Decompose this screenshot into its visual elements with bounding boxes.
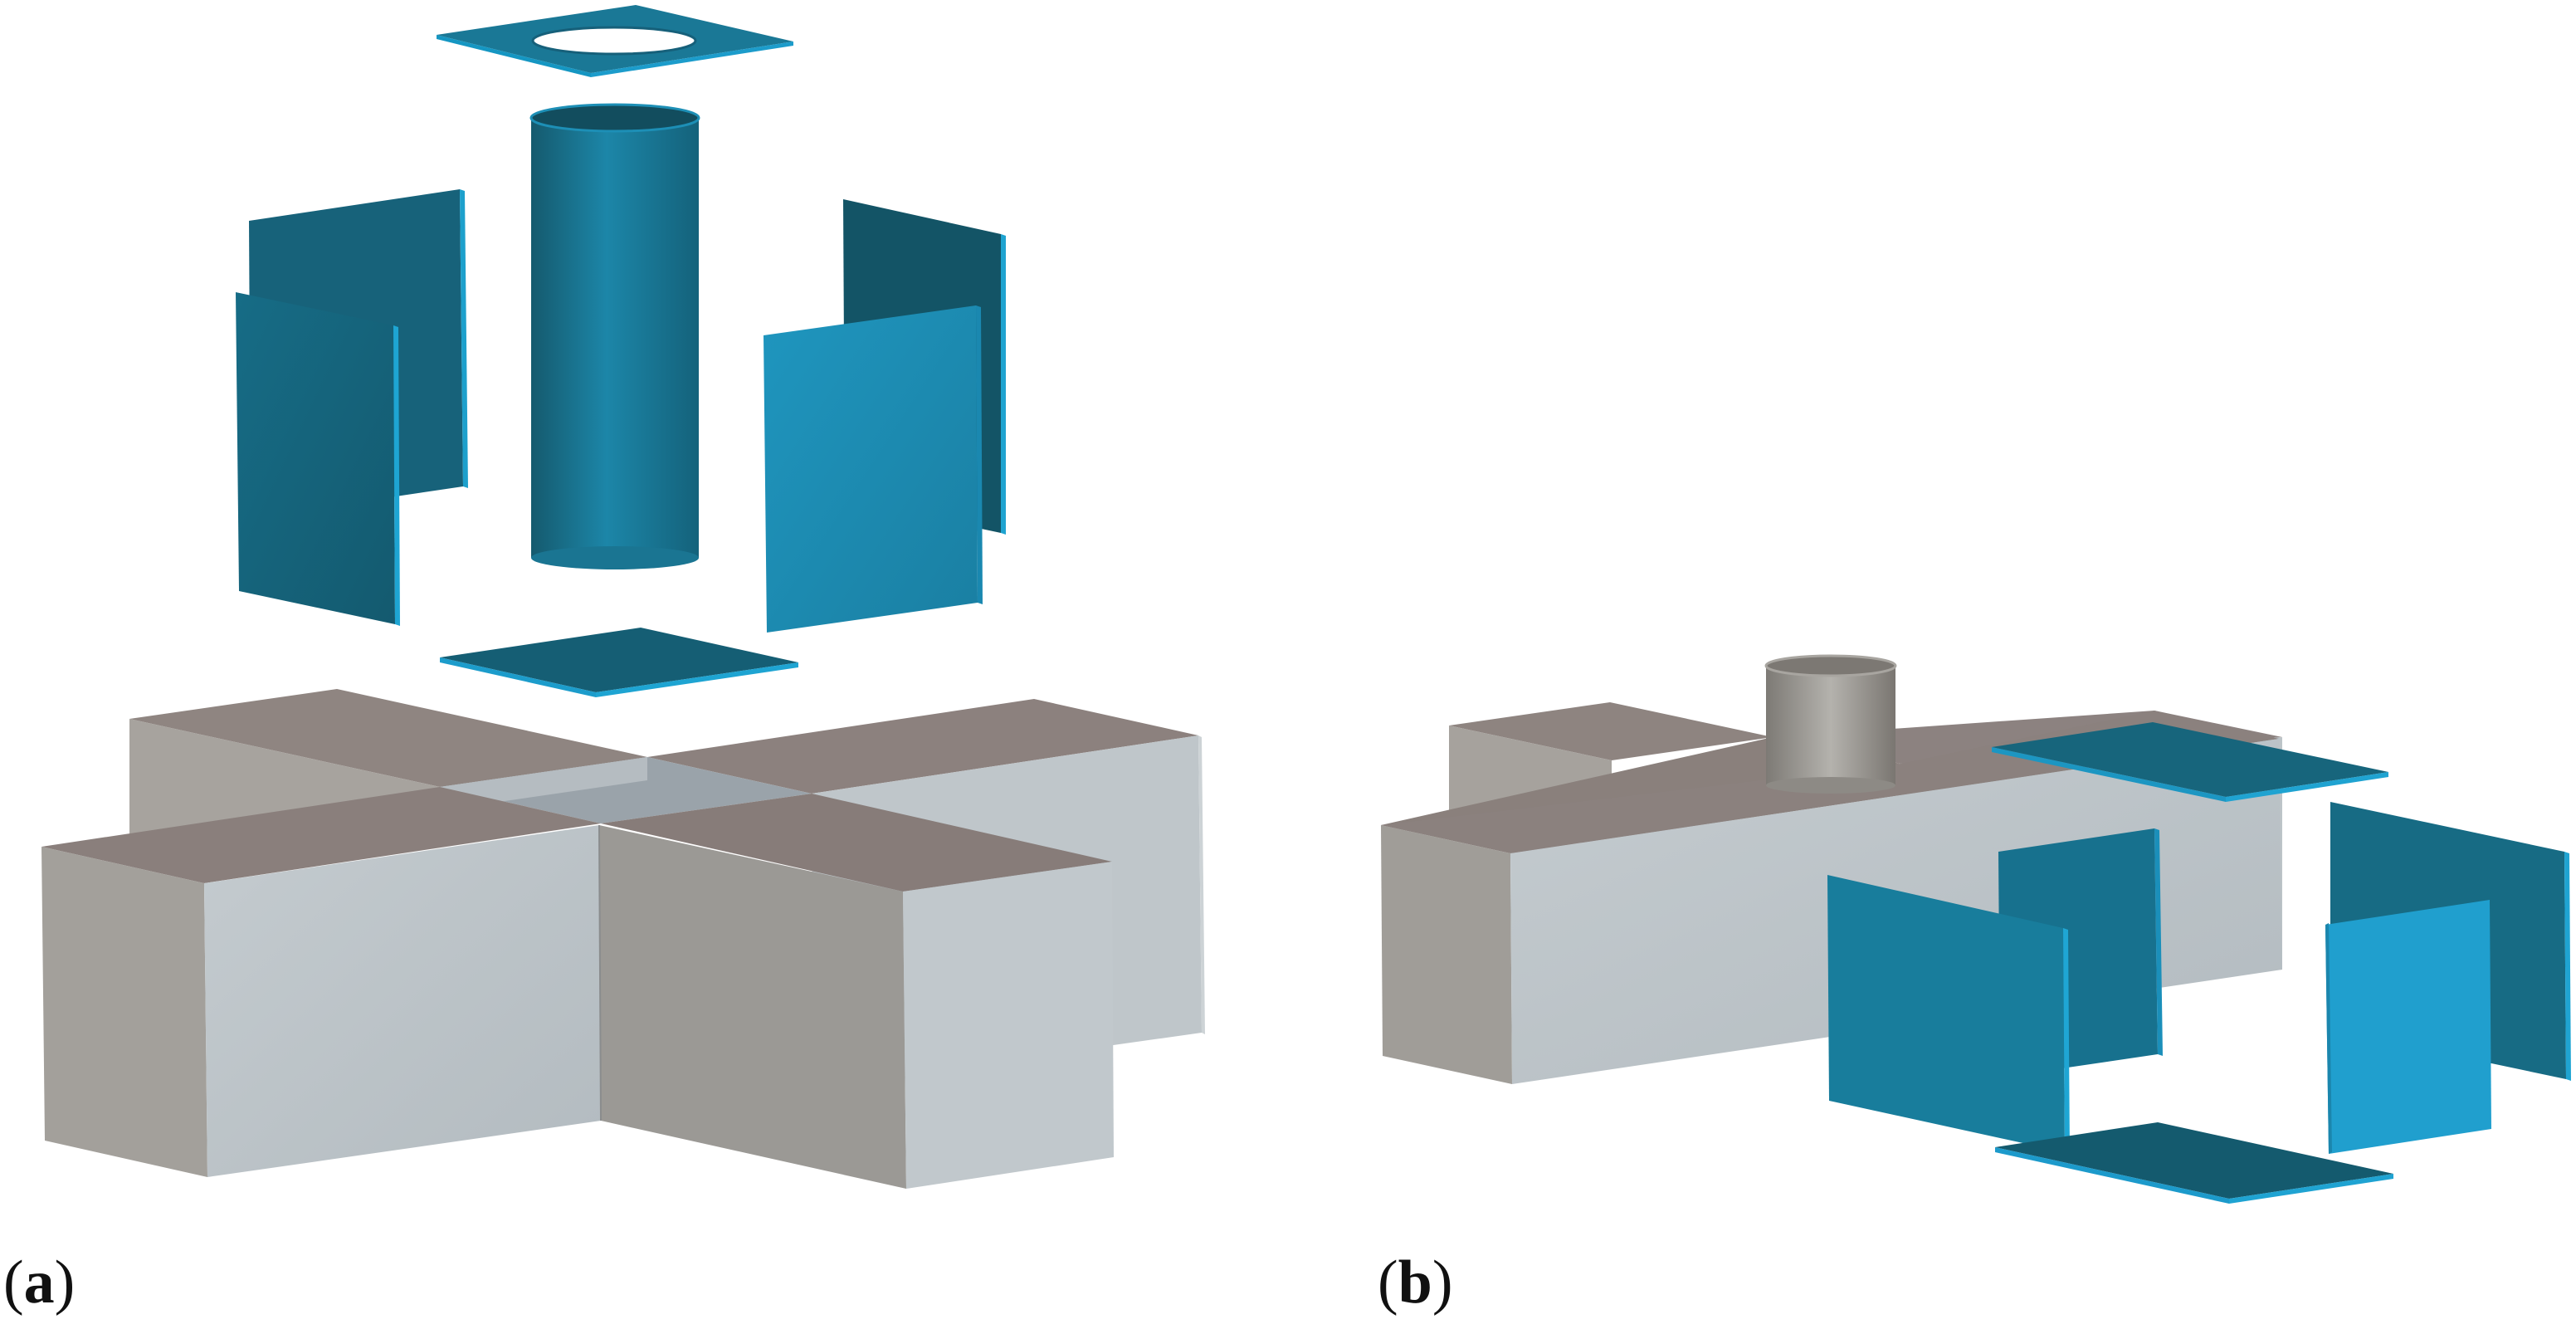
bottom-plate [440, 628, 798, 697]
front-left-panel-b [1827, 875, 2070, 1154]
top-plate-b [1992, 722, 2388, 802]
label-a-letter: a [23, 1248, 55, 1317]
panel-label-b: (b) [1378, 1252, 1452, 1313]
plate-hole [531, 26, 697, 56]
front-right-panel-b [2325, 900, 2491, 1154]
panel-label-a: (a) [3, 1252, 75, 1313]
label-a-close-paren: ) [54, 1248, 76, 1317]
panel-b-model [1381, 654, 2571, 1204]
grey-cylinder [1764, 654, 1897, 794]
central-cylinder [529, 103, 700, 569]
label-b-open-paren: ( [1378, 1248, 1398, 1317]
cross-block [41, 689, 1205, 1189]
label-b-close-paren: ) [1432, 1248, 1453, 1317]
bottom-plate-b [1995, 1122, 2393, 1204]
label-a-open-paren: ( [3, 1248, 24, 1317]
top-cover-plate [437, 5, 793, 77]
panel-a-model [41, 5, 1205, 1189]
front-right-panel [764, 305, 983, 633]
label-b-letter: b [1398, 1248, 1432, 1317]
front-left-panel [236, 292, 400, 626]
